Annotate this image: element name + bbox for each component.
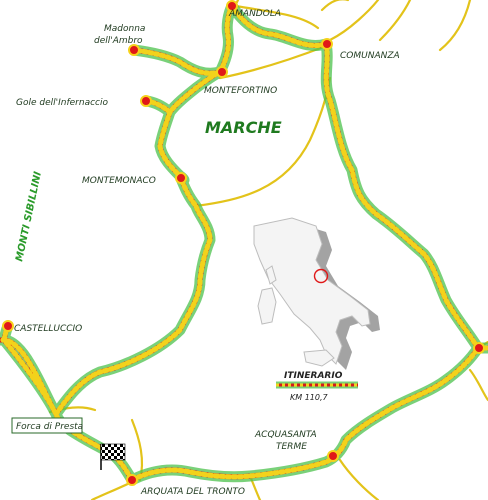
label-arquata: ARQUATA DEL TRONTO [140,487,245,497]
road-ne-2 [328,0,380,42]
itinerary-route [0,6,488,480]
label-comunanza: COMUNANZA [340,51,400,61]
route-stops [2,0,485,486]
label-madonna-1: Madonna [104,24,145,34]
forca-label-box: Forca di Presta [11,417,83,434]
road-sw [90,480,134,500]
stop-montemonaco[interactable] [175,172,187,184]
sardinia [257,287,277,325]
stop-arquata[interactable] [126,474,138,486]
region-label: MARCHE [205,118,282,137]
italy-inset-icon [253,217,380,370]
road-amandola-east [234,4,320,30]
mountains-label: MONTI SIBILLINI [14,170,44,262]
stop-gole[interactable] [140,95,152,107]
stop-comunanza[interactable] [321,38,333,50]
label-castelluccio: CASTELLUCCIO [14,324,82,334]
label-forca: Forca di Presta [16,422,83,432]
road-se [338,458,380,500]
legend-title: ITINERARIO [284,371,343,381]
italy-mainland [253,217,371,365]
corsica [265,265,277,285]
legend-distance: KM 110,7 [290,393,329,402]
road-ne-1 [320,0,350,12]
road-east2 [468,368,488,402]
stop-east[interactable] [473,342,485,354]
label-gole: Gole dell'Infernaccio [16,98,108,108]
label-montefortino: MONTEFORTINO [204,86,277,96]
road-ne-3 [378,0,412,42]
label-acquasanta-1: ACQUASANTA [254,430,317,440]
label-madonna-2: dell'Ambro [94,36,143,46]
stop-castelluccio[interactable] [2,320,14,332]
label-amandola: AMANDOLA [228,9,281,19]
stop-amandola[interactable] [226,0,238,12]
legend: ITINERARIO KM 110,7 [276,371,358,402]
label-acquasanta-2: TERME [276,442,307,452]
stop-montefortino[interactable] [216,66,228,78]
road-montemonaco-east [194,76,332,208]
map-labels: AMANDOLA COMUNANZA Madonna dell'Ambro MO… [14,9,400,497]
road-ne-4 [438,0,472,52]
stop-acquasanta[interactable] [327,450,339,462]
stop-madonna[interactable] [128,44,140,56]
road-montefortino-comunanza [218,44,328,80]
sicily [303,349,335,367]
label-montemonaco: MONTEMONACO [82,176,156,186]
area-marker-icon [313,268,329,284]
checkered-flag-icon [100,443,126,470]
